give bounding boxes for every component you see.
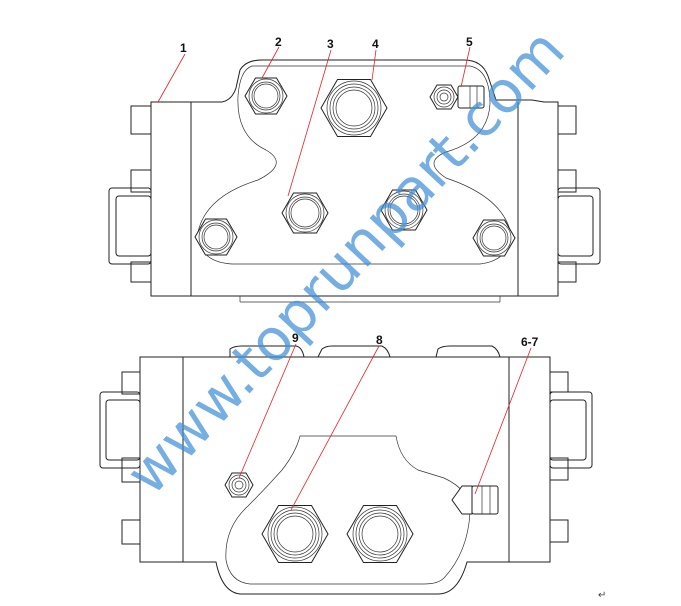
callout-2: 2 bbox=[275, 35, 282, 49]
top-valve-view bbox=[108, 59, 601, 303]
mount-lug bbox=[121, 519, 141, 545]
callout-1: 1 bbox=[180, 41, 187, 55]
main-port-fitting bbox=[346, 505, 414, 563]
main-port-fitting bbox=[320, 79, 388, 137]
elbow-connector bbox=[457, 85, 485, 109]
valve-body bbox=[150, 59, 559, 297]
port-fitting bbox=[281, 192, 329, 234]
callout-3: 3 bbox=[327, 37, 334, 51]
paragraph-mark: ↵ bbox=[598, 590, 606, 601]
side-block bbox=[557, 187, 601, 265]
mount-lug bbox=[121, 371, 141, 395]
raised-boss bbox=[197, 65, 511, 265]
valve-body bbox=[139, 356, 551, 595]
callout-6-7: 6-7 bbox=[521, 335, 539, 349]
elbow-fitting bbox=[451, 485, 473, 515]
callout-9: 9 bbox=[292, 331, 299, 345]
leader-lines bbox=[157, 46, 532, 511]
port-plug bbox=[244, 77, 288, 115]
small-plug bbox=[224, 472, 254, 498]
callout-4: 4 bbox=[372, 37, 379, 51]
mount-lug bbox=[549, 371, 569, 393]
callout-labels: 1 2 3 4 5 9 8 6-7 bbox=[180, 35, 539, 349]
raised-boss bbox=[225, 435, 471, 585]
mount-lug bbox=[549, 519, 569, 543]
bottom-valve-view bbox=[99, 345, 593, 595]
main-port-fitting bbox=[261, 505, 329, 563]
side-block bbox=[108, 187, 152, 265]
mount-lug bbox=[549, 457, 569, 481]
mount-lug bbox=[557, 261, 577, 283]
mount-lug bbox=[557, 105, 577, 135]
mount-lug bbox=[130, 105, 152, 135]
callout-8: 8 bbox=[376, 333, 383, 347]
elbow-connector bbox=[471, 485, 499, 515]
mount-lug bbox=[130, 261, 152, 283]
mount-lug bbox=[557, 169, 577, 193]
port-plug bbox=[194, 218, 238, 256]
mount-lug bbox=[130, 169, 152, 193]
callout-5: 5 bbox=[466, 35, 473, 49]
